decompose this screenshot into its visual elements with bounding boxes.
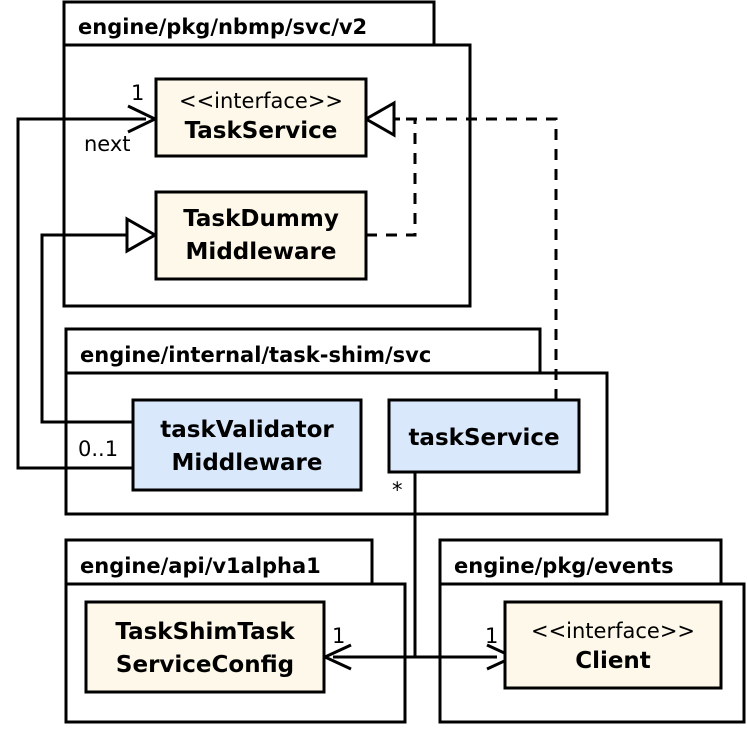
class-box [154,77,368,158]
arrowhead-hollow-taskdummy-overlay [125,216,159,254]
edge-validator-to-taskservice-overlay [16,117,146,470]
class-box [387,398,581,474]
class-task-service-impl[interactable]: taskService [387,398,581,474]
edge-taskserviceimpl-realizes-taskservice-overlay [395,117,558,400]
edge-labels-layer: 1 next 0..1 * 1 1 [78,81,498,648]
class-name: TaskService [185,118,338,144]
class-name-line1: TaskDummy [183,206,339,232]
class-task-shim-task-service-config[interactable]: TaskShimTask ServiceConfig [84,600,326,694]
class-task-validator-middleware[interactable]: taskValidator Middleware [131,398,363,492]
package-tab [438,538,723,586]
package-label: engine/internal/task-shim/svc [80,343,431,367]
class-box [503,600,723,690]
class-client-interface[interactable]: <<interface>> Client [503,600,723,690]
arrowhead-hollow-taskservice-realization-overlay [362,100,396,138]
package-tab [64,327,542,375]
edge-validator-to-taskdummy-overlay [40,233,133,424]
package-label: engine/pkg/events [454,554,674,578]
package-tab [62,0,436,47]
package-label: engine/api/v1alpha1 [80,554,321,578]
multiplicity-next: 1 [131,81,144,105]
class-name-line1: TaskShimTask [115,619,295,645]
class-box [154,190,368,281]
class-stereotype: <<interface>> [531,619,695,643]
class-name-line1: taskValidator [160,417,334,443]
class-name-line2: Middleware [186,239,337,265]
class-name: Client [575,648,651,674]
multiplicity-client: 1 [485,624,498,648]
edge-taskdummy-realizes-taskservice-overlay [366,117,417,237]
multiplicity-taskservice: * [392,478,403,502]
class-name-line2: Middleware [172,450,323,476]
edges-overlay-layer [16,100,558,671]
multiplicity-config: 1 [332,624,345,648]
class-name-line2: ServiceConfig [116,652,294,678]
package-label: engine/pkg/nbmp/svc/v2 [78,15,367,39]
class-box [84,600,326,694]
multiplicity-validator: 0..1 [78,437,118,461]
class-task-dummy-middleware[interactable]: TaskDummy Middleware [154,190,368,281]
class-stereotype: <<interface>> [179,89,343,113]
role-label-next: next [84,132,131,156]
class-task-service-interface[interactable]: <<interface>> TaskService [154,77,368,158]
class-box [131,398,363,492]
package-tab [64,538,374,586]
class-name: taskService [408,425,559,451]
